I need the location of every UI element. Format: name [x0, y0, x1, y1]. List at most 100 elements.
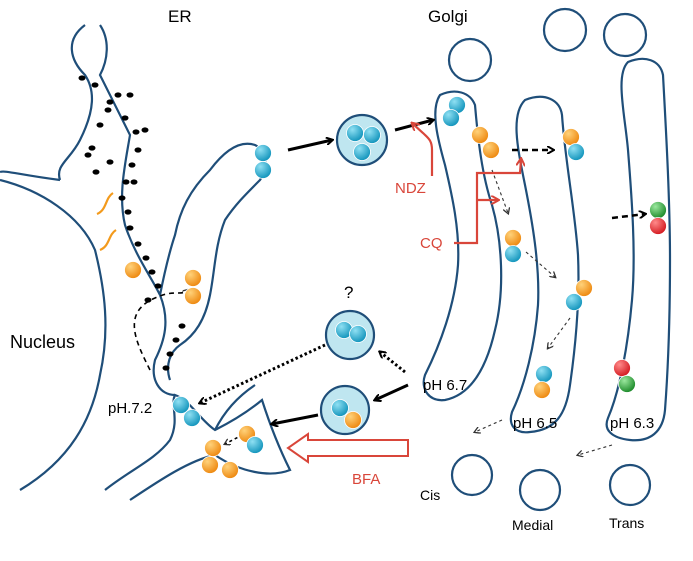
cargo-protein-group [124, 96, 667, 479]
bfa-label: BFA [352, 471, 380, 488]
retrieval-arrow-2 [200, 343, 326, 403]
er-membrane [57, 24, 94, 181]
er-ph-label: pH.7.2 [108, 400, 152, 417]
unknown-vesicle-label: ? [344, 283, 353, 302]
orange-cargo-icon [221, 461, 239, 479]
ribosome-icon [124, 209, 132, 215]
golgi-medial-cisterna [509, 95, 580, 434]
ribosome-icon [162, 365, 170, 371]
retrograde-arrow-to-vesicle [375, 383, 409, 400]
cyan-cargo-icon [254, 161, 272, 179]
ribosome-icon [88, 145, 96, 151]
ribosome-icon [106, 159, 114, 165]
bfa-hollow-arrow [286, 432, 409, 464]
ribosome-group [78, 75, 186, 371]
cis-ph-label: pH 6.7 [423, 377, 467, 394]
orange-cargo-icon [471, 126, 489, 144]
golgi-vesicle [447, 37, 493, 83]
er-label: ER [168, 7, 192, 26]
golgi-vesicle [602, 12, 648, 58]
retrograde-arrow-to-er [272, 413, 319, 424]
ribosome-icon [172, 337, 180, 343]
cyan-cargo-icon [331, 399, 349, 417]
ribosome-icon [142, 255, 150, 261]
nucleus-label: Nucleus [10, 332, 75, 352]
green-cargo-icon [618, 375, 636, 393]
cyan-cargo-icon [363, 126, 381, 144]
medial-inner-arrow [548, 317, 571, 348]
ribosome-icon [134, 241, 142, 247]
ribosome-icon [166, 351, 174, 357]
nucleus-er-dashed-arrow [133, 290, 188, 371]
cyan-cargo-icon [504, 245, 522, 263]
ribosome-icon [104, 107, 112, 113]
er-membrane [0, 170, 61, 182]
ribosome-icon [178, 323, 186, 329]
cyan-cargo-icon [353, 143, 371, 161]
ndz-label: NDZ [395, 180, 426, 197]
cyan-cargo-icon [442, 109, 460, 127]
golgi-label: Golgi [428, 7, 468, 26]
cyan-cargo-icon [172, 396, 190, 414]
retrieval-arrow-1 [380, 352, 406, 374]
ribosome-icon [132, 129, 140, 135]
orange-cargo-icon [201, 456, 219, 474]
orange-cargo-icon [184, 269, 202, 287]
orange-cargo-icon [124, 261, 142, 279]
er-inner-arrow [225, 431, 249, 444]
cyan-cargo-icon [183, 409, 201, 427]
golgi-vesicle [450, 453, 494, 497]
golgi-trans-cisterna [605, 57, 672, 442]
nascent-peptide-icon [99, 229, 117, 252]
cyan-cargo-icon [567, 143, 585, 161]
er-membrane [214, 384, 256, 431]
cq-label: CQ [420, 235, 443, 252]
red-cargo-icon [649, 217, 667, 235]
orange-cargo-icon [504, 229, 522, 247]
medial-trans-arrow [611, 214, 645, 220]
green-cargo-icon [649, 201, 667, 219]
orange-cargo-icon [575, 279, 593, 297]
cyan-cargo-icon [535, 365, 553, 383]
cis-label: Cis [420, 487, 440, 503]
orange-cargo-icon [533, 381, 551, 399]
cyan-cargo-icon [346, 124, 364, 142]
ribosome-icon [154, 283, 162, 289]
nascent-peptide-icon [96, 192, 114, 216]
cyan-cargo-icon [349, 325, 367, 343]
cis-to-medial-bottom-arrow [475, 419, 503, 432]
cyan-cargo-icon [565, 293, 583, 311]
ribosome-icon [84, 152, 92, 158]
er-membrane [158, 142, 267, 381]
er-membrane [152, 294, 176, 397]
ribosome-icon [114, 92, 122, 98]
cyan-cargo-icon [246, 436, 264, 454]
orange-cargo-icon [184, 287, 202, 305]
ndz-inhibition-arrow [413, 124, 434, 176]
er-exit-arrow [287, 140, 332, 152]
ribosome-icon [106, 99, 114, 105]
ribosome-icon [141, 127, 149, 133]
ribosome-icon [128, 162, 136, 168]
orange-cargo-icon [344, 411, 362, 429]
cq-inhibition-arrow [454, 160, 521, 245]
ribosome-icon [134, 147, 142, 153]
er-membrane [98, 24, 161, 296]
ribosome-icon [122, 179, 130, 185]
orange-cargo-icon [482, 141, 500, 159]
ribosome-icon [78, 75, 86, 81]
golgi-cis-cisterna [422, 90, 503, 402]
orange-cargo-icon [204, 439, 222, 457]
cis-medial-lower-arrow [525, 251, 555, 277]
ribosome-icon [126, 92, 134, 98]
nucleus-membrane [0, 178, 107, 491]
trans-to-medial-bottom-arrow [578, 444, 613, 455]
orange-cargo-icon [562, 128, 580, 146]
medial-ph-label: pH 6.5 [513, 415, 557, 432]
trans-ph-label: pH 6.3 [610, 415, 654, 432]
trans-label: Trans [609, 515, 644, 531]
ribosome-icon [92, 169, 100, 175]
ribosome-icon [91, 82, 99, 88]
golgi-vesicle [542, 7, 588, 53]
